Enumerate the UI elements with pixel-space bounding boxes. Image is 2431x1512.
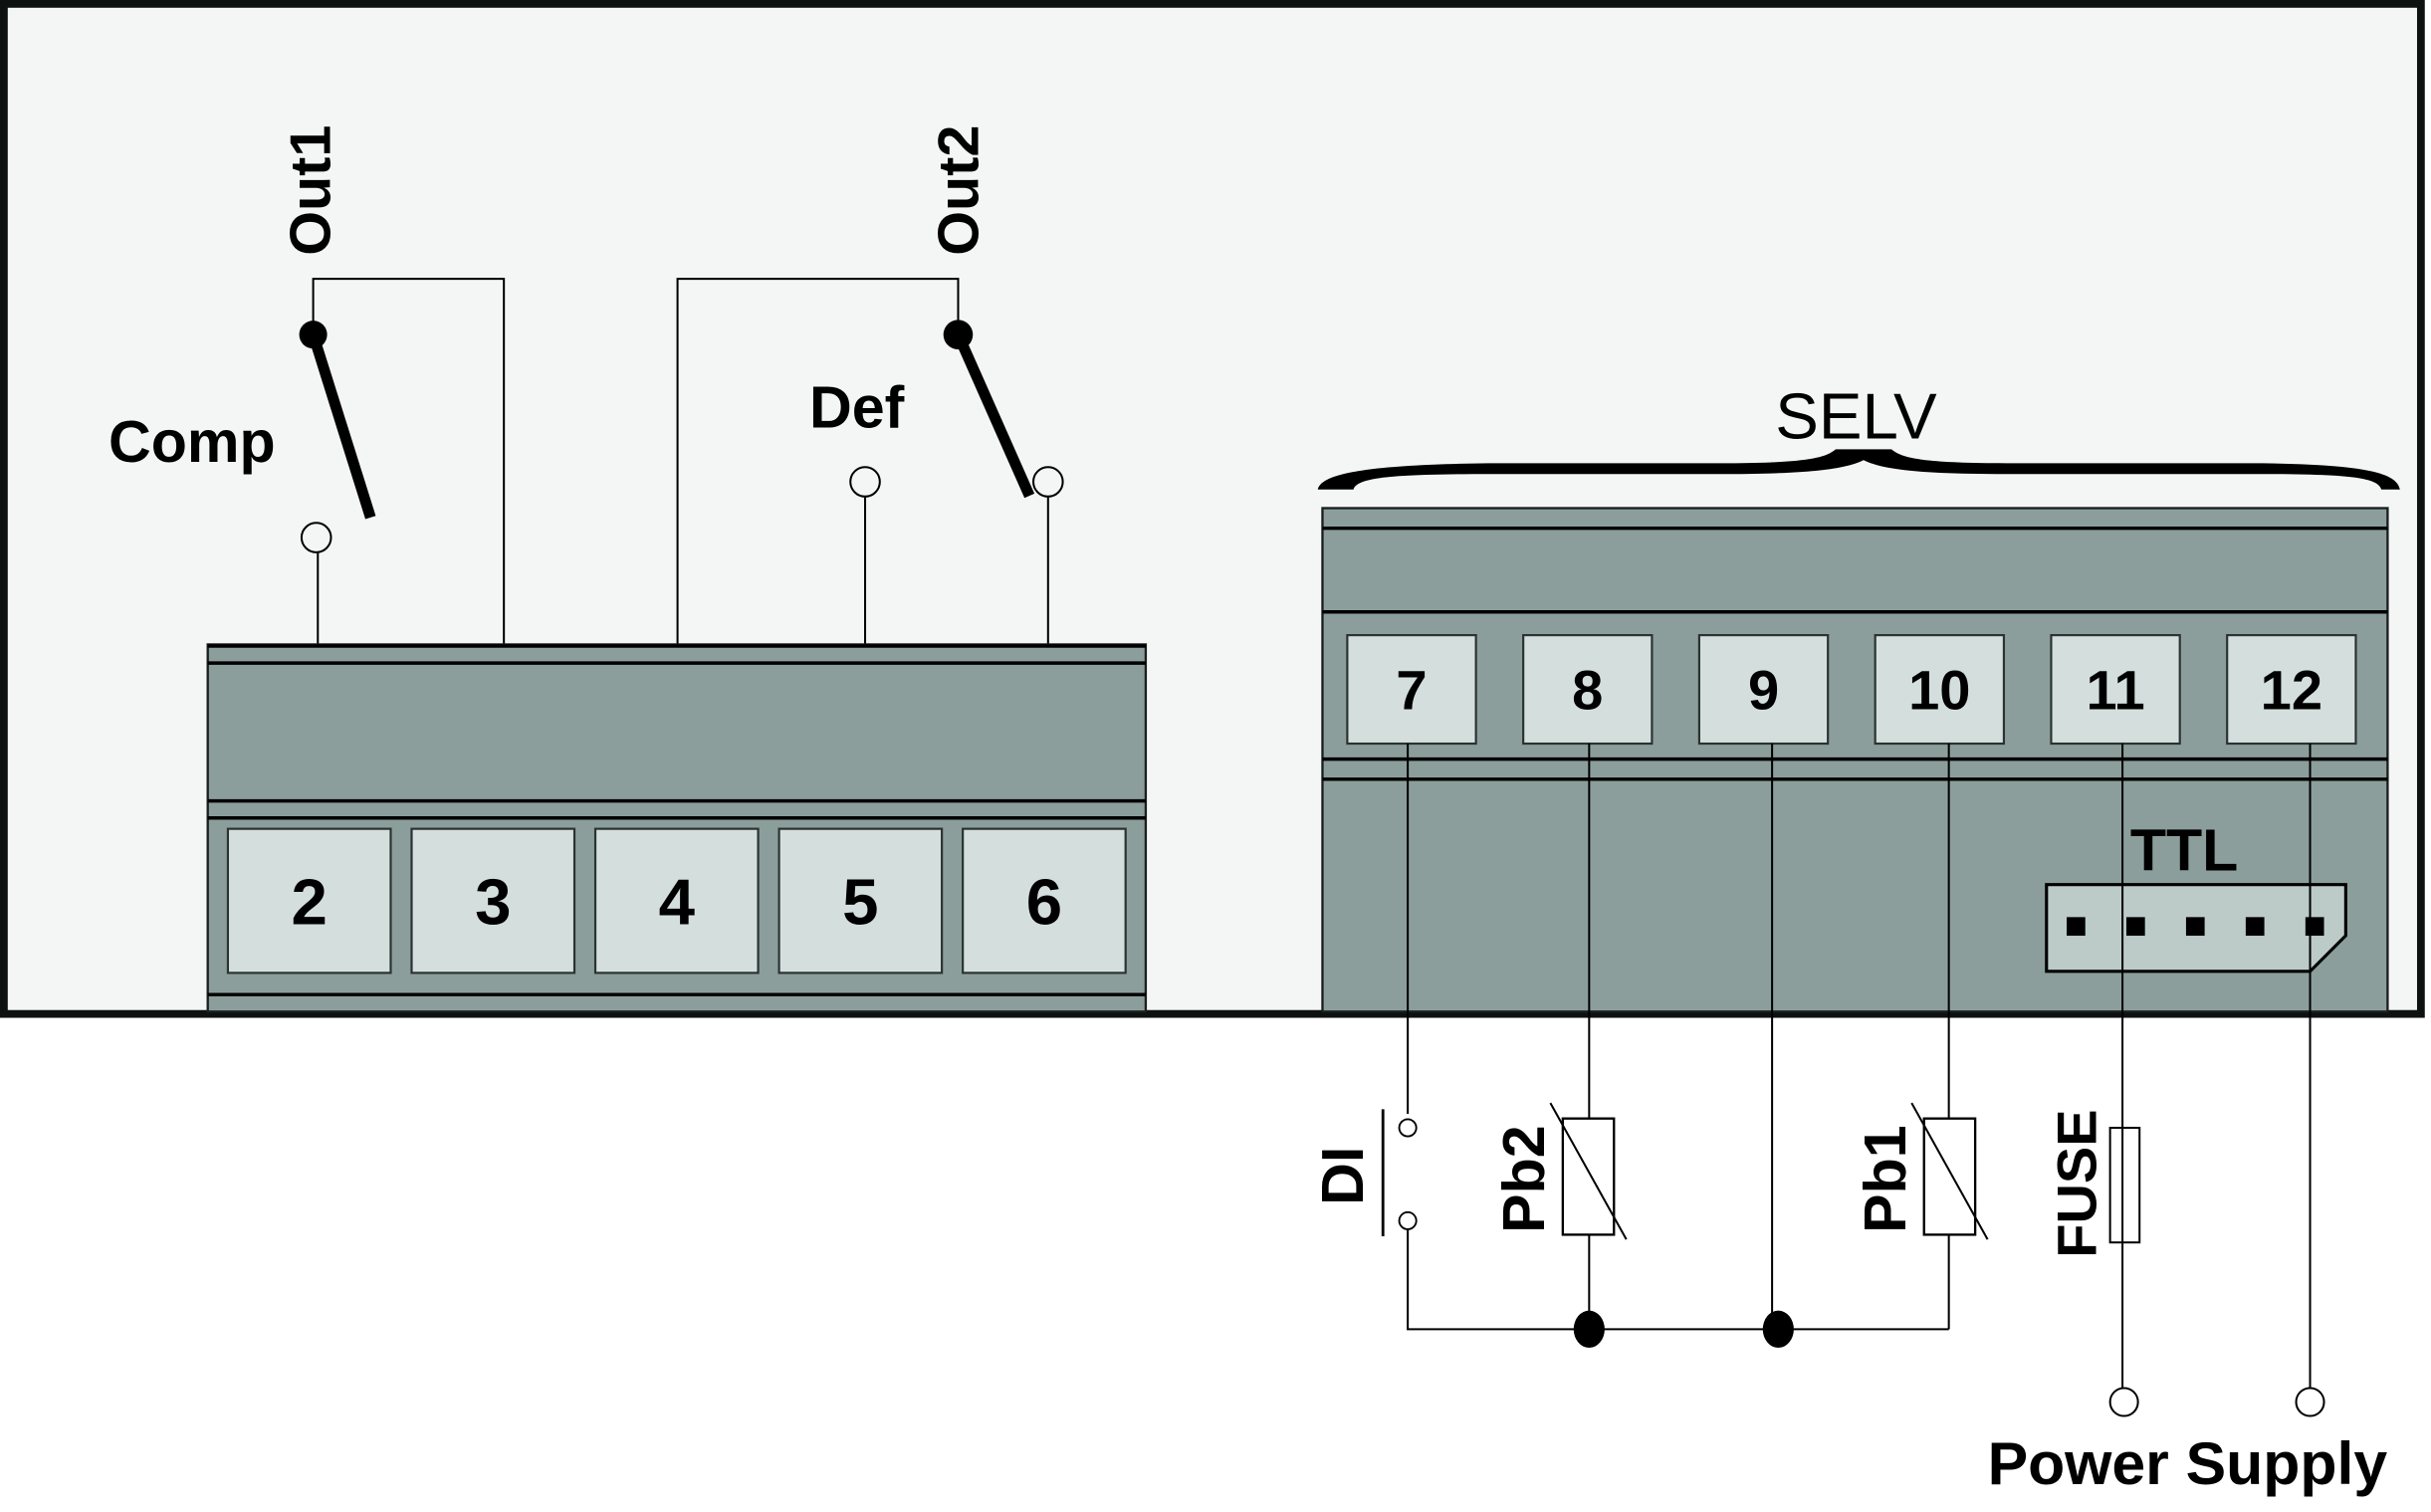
def-contact-circle (849, 466, 881, 498)
out1-relay (299, 278, 506, 645)
terminal-3[interactable]: 3 (410, 827, 576, 974)
selv-brace (1317, 449, 2400, 490)
terminal-number: 6 (1026, 866, 1062, 939)
selv-label: SELV (1775, 379, 1937, 452)
terminal-number: 10 (1908, 659, 1970, 722)
power-terminal-2[interactable] (2295, 1387, 2325, 1417)
terminal-box[interactable] (410, 827, 576, 974)
ttl-pin (2245, 917, 2265, 937)
pb1-probe-symbol (1922, 1117, 1977, 1236)
pb2-label: Pb2 (1490, 1125, 1557, 1232)
terminal-11[interactable]: 11 (2050, 634, 2181, 746)
out2-contact-circle (1031, 466, 1064, 498)
pb2-probe-slash (1549, 1102, 1628, 1240)
terminal-9[interactable]: 9 (1697, 634, 1830, 746)
junction-dot (1573, 1310, 1605, 1349)
terminal-10[interactable]: 10 (1874, 634, 2006, 746)
ttl-pin (2185, 917, 2205, 937)
def-label: Def (809, 374, 905, 441)
di-contact-top (1398, 1118, 1418, 1138)
terminal-box[interactable] (962, 827, 1127, 974)
fuse-label: FUSE (2046, 1109, 2108, 1257)
out1-label: Out1 (280, 125, 343, 256)
ttl-pin (2067, 917, 2086, 937)
di-contact-bottom (1398, 1210, 1418, 1230)
out2-relay (676, 278, 1064, 645)
terminal-number: 11 (2086, 659, 2144, 722)
terminal-number: 7 (1396, 659, 1427, 722)
terminal-number: 2 (292, 866, 328, 939)
comp-contact-circle (300, 522, 332, 553)
out1-common-wire (312, 278, 506, 645)
power-terminal-1[interactable] (2108, 1387, 2139, 1417)
comp-switch-blade (308, 332, 376, 520)
terminal-12[interactable]: 12 (2226, 634, 2357, 746)
left-terminal-block: 2 3 4 5 6 (206, 643, 1148, 1013)
di-label: DI (1309, 1147, 1376, 1205)
terminal-number: 5 (842, 866, 878, 939)
terminal-6[interactable]: 6 (962, 827, 1127, 974)
fuse-symbol (2108, 1127, 2141, 1244)
external-wiring (1381, 744, 2325, 1417)
terminal-number: 8 (1572, 659, 1603, 722)
def-switch-blade (953, 331, 1035, 499)
terminal-box[interactable] (593, 827, 760, 974)
comp-label: Comp (109, 408, 276, 475)
terminal-7[interactable]: 7 (1346, 634, 1477, 746)
terminal-box[interactable] (1522, 634, 1654, 746)
terminal-box[interactable] (1697, 634, 1830, 746)
pb1-label: Pb1 (1852, 1125, 1918, 1232)
terminal-box[interactable] (1346, 634, 1477, 746)
ttl-pin (2305, 917, 2324, 937)
terminal-box[interactable] (2226, 634, 2357, 746)
terminal-box[interactable] (1874, 634, 2006, 746)
junction-dot (1762, 1310, 1794, 1349)
out2-common-wire (676, 278, 960, 645)
right-terminal-block: 7 8 9 10 11 12 TTL (1321, 507, 2389, 1013)
pb2-probe-symbol (1561, 1117, 1616, 1236)
terminal-8[interactable]: 8 (1522, 634, 1654, 746)
terminal-box[interactable] (2050, 634, 2181, 746)
terminal-number: 9 (1748, 659, 1779, 722)
out2-label: Out2 (928, 125, 992, 256)
terminal-2[interactable]: 2 (226, 827, 392, 974)
terminal-number: 4 (659, 866, 695, 939)
terminal-box[interactable] (777, 827, 944, 974)
terminal-number: 12 (2261, 659, 2322, 722)
terminal-number: 3 (475, 866, 511, 939)
power-supply-label: Power Supply (1988, 1429, 2388, 1497)
pb1-probe-slash (1910, 1102, 1989, 1240)
terminal-4[interactable]: 4 (593, 827, 760, 974)
terminal-5[interactable]: 5 (777, 827, 944, 974)
ttl-pin (2125, 917, 2145, 937)
ttl-label: TTL (2130, 817, 2238, 884)
terminal-box[interactable] (226, 827, 392, 974)
